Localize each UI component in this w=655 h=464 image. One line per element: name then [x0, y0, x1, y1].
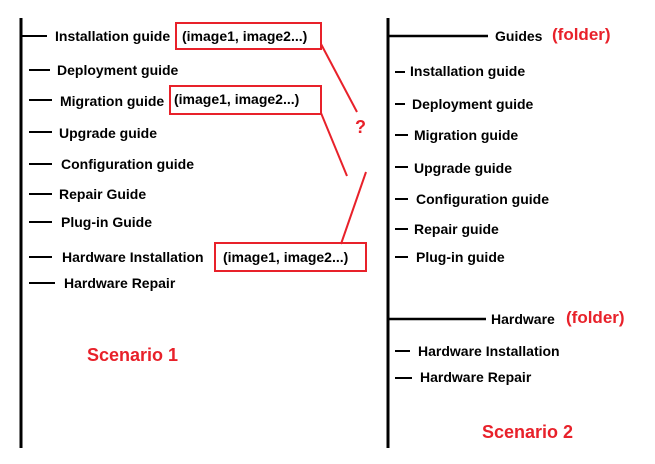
s2-item-repair-guide: Repair guide: [414, 221, 499, 237]
scenario1-title: Scenario 1: [87, 345, 179, 365]
s1-item-repair-guide: Repair Guide: [59, 186, 147, 202]
question-mark: ?: [355, 117, 366, 137]
s2-folder-hardware: Hardware: [491, 311, 555, 327]
s2-folder-guides-tag: (folder): [552, 25, 611, 44]
s2-folder-guides: Guides: [495, 28, 543, 44]
connector-hw-installation: [340, 171, 367, 245]
s1-image-note-installation: (image1, image2...): [182, 28, 308, 44]
s2-item-installation-guide: Installation guide: [410, 63, 526, 79]
s1-item-installation-guide: Installation guide: [55, 28, 171, 44]
s2-folder-hardware-tag: (folder): [566, 308, 625, 327]
s1-item-hardware-installation: Hardware Installation: [62, 249, 204, 265]
image-note-box-hw-installation: [214, 242, 367, 272]
image-note-box-migration: [169, 85, 322, 115]
s1-item-configuration-guide: Configuration guide: [61, 156, 194, 172]
image-note-box-installation: [175, 22, 322, 50]
s2-item-hardware-installation: Hardware Installation: [418, 343, 560, 359]
s2-item-configuration-guide: Configuration guide: [416, 191, 549, 207]
s1-item-plugin-guide: Plug-in Guide: [61, 214, 152, 230]
connector-installation: [320, 43, 358, 113]
s2-item-migration-guide: Migration guide: [414, 127, 519, 143]
s1-image-note-migration: (image1, image2...): [174, 91, 300, 107]
s2-item-hardware-repair: Hardware Repair: [420, 369, 532, 385]
s2-item-deployment-guide: Deployment guide: [412, 96, 534, 112]
s1-image-note-hw-installation: (image1, image2...): [223, 249, 349, 265]
scenario2-title: Scenario 2: [482, 422, 574, 442]
s2-item-plugin-guide: Plug-in guide: [416, 249, 505, 265]
s2-item-upgrade-guide: Upgrade guide: [414, 160, 513, 176]
s1-item-hardware-repair: Hardware Repair: [64, 275, 176, 291]
s1-item-migration-guide: Migration guide: [60, 93, 165, 109]
connector-migration: [320, 112, 348, 177]
s1-item-deployment-guide: Deployment guide: [57, 62, 179, 78]
s1-item-upgrade-guide: Upgrade guide: [59, 125, 158, 141]
